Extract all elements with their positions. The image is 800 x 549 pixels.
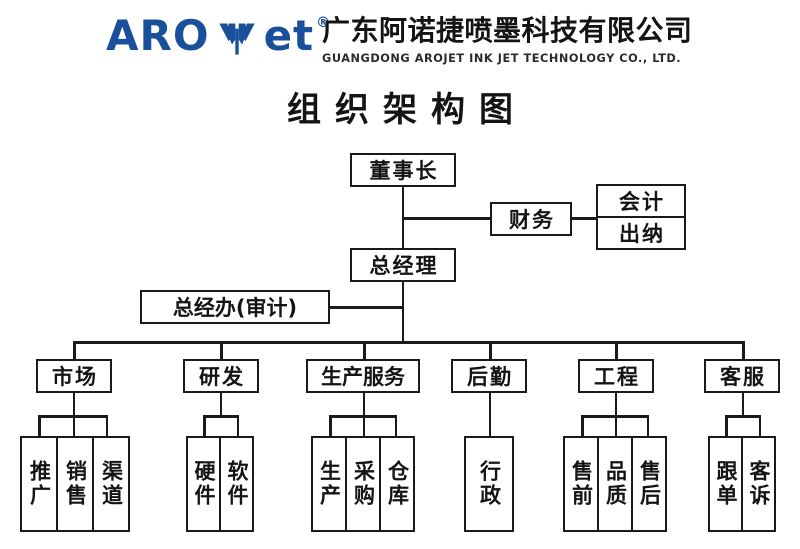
- connector-customer-service-stem: [741, 392, 745, 417]
- group-logistics-children[interactable]: 行政: [464, 436, 514, 532]
- node-finance-children[interactable]: 会计 出纳: [596, 184, 686, 250]
- node-sales[interactable]: 销售: [56, 438, 92, 530]
- node-chairman[interactable]: 董事长: [350, 153, 456, 187]
- node-warehouse[interactable]: 仓库: [379, 438, 413, 530]
- connector-logistics-to-child: [488, 392, 492, 437]
- connector-production-child-1: [329, 415, 332, 437]
- connector-marketing-stem: [72, 392, 76, 417]
- connector-department-bus: [73, 341, 743, 344]
- connector-rd-split: [203, 415, 239, 418]
- node-channel[interactable]: 渠道: [92, 438, 128, 530]
- node-software[interactable]: 软件: [219, 438, 252, 530]
- logo-text-aro: ARO: [106, 11, 210, 60]
- node-dept-production-service[interactable]: 生产服务: [306, 359, 420, 393]
- node-dept-marketing[interactable]: 市场: [36, 359, 112, 393]
- connector-production-child-2: [362, 415, 366, 437]
- connector-bus-to-dept-engineering: [615, 341, 618, 361]
- connector-gm-to-bus: [401, 281, 405, 343]
- node-cashier[interactable]: 出纳: [598, 216, 684, 248]
- connector-customer-service-split: [725, 415, 761, 418]
- node-accounting[interactable]: 会计: [619, 190, 665, 214]
- page-title: 组织架构图: [287, 90, 527, 130]
- registered-trademark-icon: ®: [316, 15, 331, 31]
- connector-marketing-child-1: [38, 415, 41, 437]
- connector-production-stem: [362, 392, 366, 417]
- node-presales[interactable]: 售前: [569, 460, 594, 508]
- node-dept-engineering[interactable]: 工程: [578, 359, 654, 393]
- connector-engineering-child-1: [581, 415, 584, 437]
- logo-text-et: et: [263, 11, 315, 60]
- company-logo: ARO et ®: [106, 14, 330, 58]
- connector-engineering-child-2: [614, 415, 618, 437]
- node-procurement[interactable]: 采购: [345, 438, 379, 530]
- company-name-english: GUANGDONG AROJET INK JET TECHNOLOGY CO.,…: [322, 52, 682, 65]
- connector-rd-stem: [219, 392, 223, 417]
- group-rd-children[interactable]: 硬件 软件: [186, 436, 254, 532]
- node-hardware[interactable]: 硬件: [192, 460, 216, 508]
- connector-rd-child-1: [203, 415, 206, 437]
- connector-marketing-child-2: [72, 415, 76, 437]
- group-marketing-children[interactable]: 推广 销售 渠道: [20, 436, 130, 532]
- group-customer-service-children[interactable]: 跟单 客诉: [708, 436, 776, 532]
- node-dept-logistics[interactable]: 后勤: [451, 359, 527, 393]
- company-name-chinese: 广东阿诺捷喷墨科技有限公司: [322, 14, 693, 47]
- company-name-block: 广东阿诺捷喷墨科技有限公司 GUANGDONG AROJET INK JET T…: [322, 15, 722, 67]
- group-production-children[interactable]: 生产 采购 仓库: [311, 436, 415, 532]
- connector-bus-to-dept-customer-service: [742, 341, 745, 361]
- connector-customer-service-child-1: [725, 415, 728, 437]
- connector-marketing-child-3: [105, 415, 108, 437]
- node-administration[interactable]: 行政: [477, 460, 502, 508]
- page-header: ARO et ® 广东阿诺捷喷墨科技有限公司 GUANGDONG AROJET …: [0, 0, 800, 78]
- node-aftersales[interactable]: 售后: [631, 438, 665, 530]
- connector-engineering-stem: [614, 392, 618, 417]
- connector-engineering-child-3: [646, 415, 649, 437]
- connector-bus-to-dept-marketing: [73, 341, 76, 361]
- connector-production-child-3: [394, 415, 397, 437]
- node-customer-complaint[interactable]: 客诉: [741, 438, 774, 530]
- node-dept-rd[interactable]: 研发: [183, 359, 259, 393]
- connector-finance-to-accounting: [570, 217, 598, 220]
- node-order-follow-up[interactable]: 跟单: [714, 460, 738, 508]
- connector-gm-to-gm-office: [330, 306, 402, 309]
- node-quality[interactable]: 品质: [597, 438, 631, 530]
- connector-customer-service-child-2: [758, 415, 761, 437]
- leaf-mark-icon: [218, 23, 255, 55]
- node-promotion[interactable]: 推广: [27, 460, 52, 508]
- connector-bus-to-dept-rd: [220, 341, 223, 361]
- node-gm-office[interactable]: 总经办(审计): [140, 290, 330, 324]
- node-general-manager[interactable]: 总经理: [350, 248, 456, 282]
- group-engineering-children[interactable]: 售前 品质 售后: [563, 436, 667, 532]
- connector-chairman-to-finance: [401, 217, 492, 220]
- node-production[interactable]: 生产: [317, 460, 342, 508]
- connector-bus-to-dept-production-service: [363, 341, 366, 361]
- node-dept-customer-service[interactable]: 客服: [704, 359, 780, 393]
- connector-rd-child-2: [236, 415, 239, 437]
- node-finance[interactable]: 财务: [490, 202, 572, 236]
- connector-bus-to-dept-logistics: [489, 341, 492, 361]
